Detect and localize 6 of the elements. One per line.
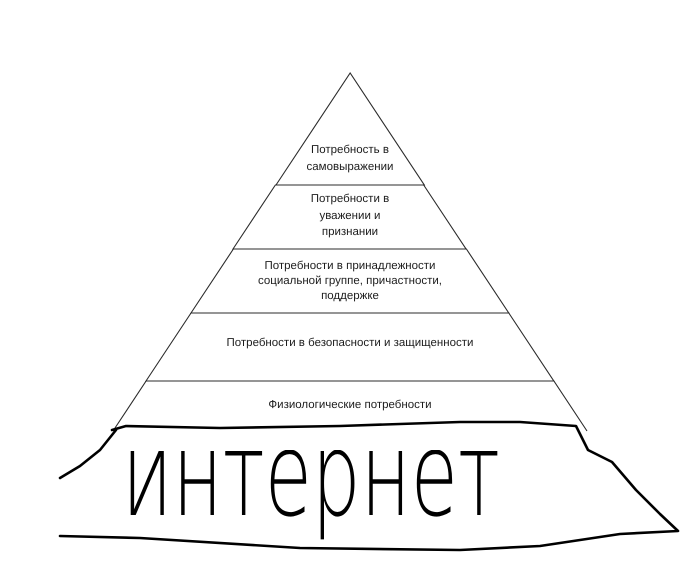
tier-label: Потребности в уважении и признании — [310, 192, 390, 240]
tier-label: Физиологические потребности — [267, 398, 433, 413]
tier-label: Потребности в принадлежности социальной группе, причастности, поддержке — [256, 259, 443, 304]
tier-label: Потребности в безопасности и защищенности — [226, 336, 474, 351]
handwritten-label: интернет — [122, 450, 500, 546]
tier-label: Потребность в самовыражении — [306, 143, 394, 174]
